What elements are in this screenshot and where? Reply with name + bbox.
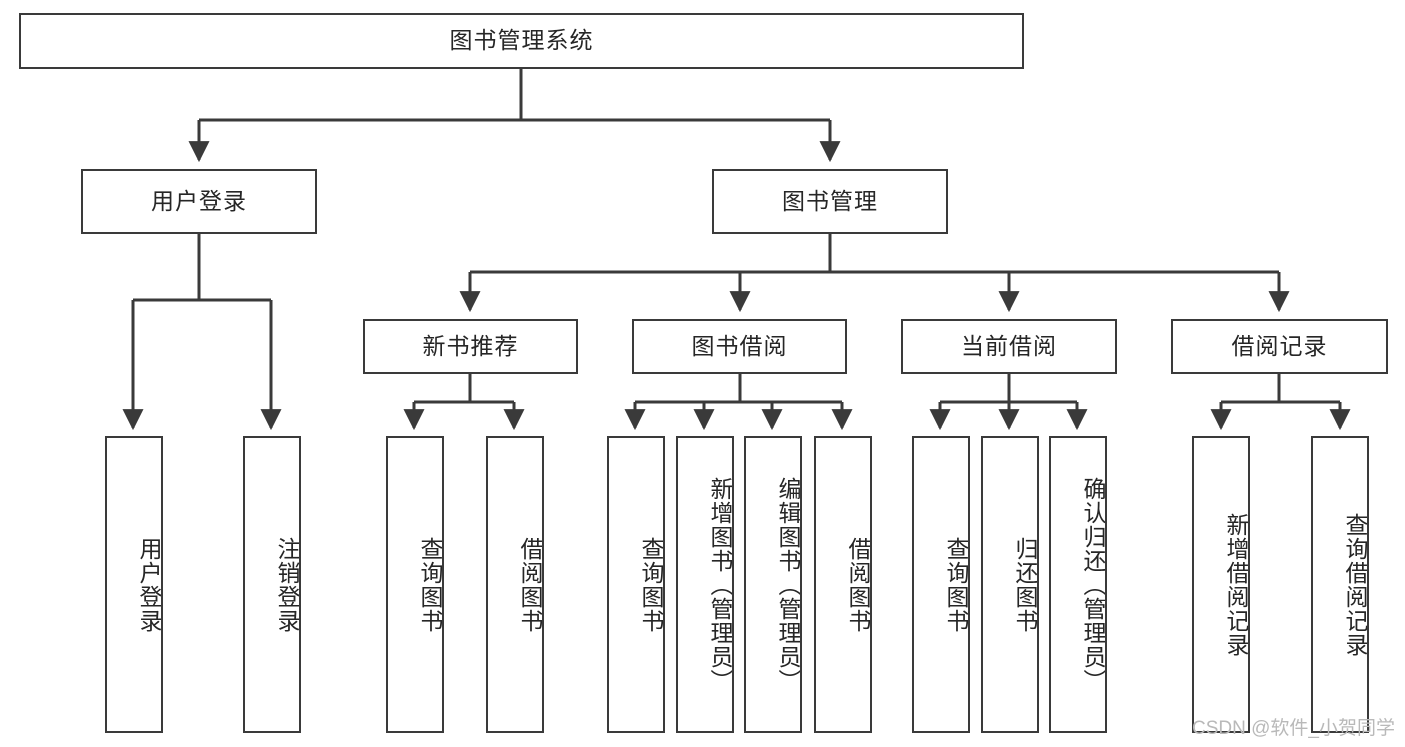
- leaf-return-book[interactable]: 归还图书: [981, 436, 1039, 733]
- node-label: 用户登录: [151, 187, 247, 214]
- node-label: 新书推荐: [422, 332, 519, 359]
- node-label: 新增借阅记录: [1223, 512, 1249, 657]
- node-label: 查询借阅记录: [1342, 512, 1368, 657]
- leaf-confirm-return-admin[interactable]: 确认归还（管理员）: [1049, 436, 1107, 733]
- node-label: 查询图书: [943, 536, 969, 633]
- node-new-book-recommend[interactable]: 新书推荐: [363, 319, 578, 374]
- node-book-borrow[interactable]: 图书借阅: [632, 319, 847, 374]
- node-label: 借阅图书: [517, 536, 543, 633]
- leaf-add-borrow-record[interactable]: 新增借阅记录: [1192, 436, 1250, 733]
- leaf-logout[interactable]: 注销登录: [243, 436, 301, 733]
- node-label: 图书管理系统: [449, 27, 594, 54]
- leaf-query-book-current[interactable]: 查询图书: [912, 436, 970, 733]
- node-label: 编辑图书（管理员）: [775, 476, 801, 693]
- node-borrow-record[interactable]: 借阅记录: [1171, 319, 1388, 374]
- node-label: 借阅图书: [845, 536, 871, 633]
- node-label: 当前借阅: [961, 332, 1057, 359]
- node-label: 图书管理: [782, 187, 878, 214]
- leaf-borrow-book-recommend[interactable]: 借阅图书: [486, 436, 544, 733]
- node-label: 借阅记录: [1231, 332, 1328, 359]
- leaf-add-book-admin[interactable]: 新增图书（管理员）: [676, 436, 734, 733]
- node-label: 确认归还（管理员）: [1080, 476, 1106, 693]
- node-current-borrow[interactable]: 当前借阅: [901, 319, 1117, 374]
- node-label: 归还图书: [1012, 536, 1038, 633]
- node-user-login[interactable]: 用户登录: [81, 169, 317, 234]
- node-label: 新增图书（管理员）: [707, 476, 733, 693]
- node-label: 查询图书: [638, 536, 664, 633]
- node-label: 图书借阅: [691, 332, 788, 359]
- leaf-user-login[interactable]: 用户登录: [105, 436, 163, 733]
- csdn-watermark: CSDN @软件_小贺同学: [1192, 718, 1395, 739]
- leaf-edit-book-admin[interactable]: 编辑图书（管理员）: [744, 436, 802, 733]
- node-label: 注销登录: [274, 536, 300, 633]
- leaf-query-borrow-record[interactable]: 查询借阅记录: [1311, 436, 1369, 733]
- node-label: 用户登录: [136, 536, 162, 633]
- leaf-query-book-recommend[interactable]: 查询图书: [386, 436, 444, 733]
- node-book-management[interactable]: 图书管理: [712, 169, 948, 234]
- node-root-system[interactable]: 图书管理系统: [19, 13, 1024, 69]
- leaf-query-book-borrow[interactable]: 查询图书: [607, 436, 665, 733]
- node-label: 查询图书: [417, 536, 443, 633]
- leaf-borrow-book[interactable]: 借阅图书: [814, 436, 872, 733]
